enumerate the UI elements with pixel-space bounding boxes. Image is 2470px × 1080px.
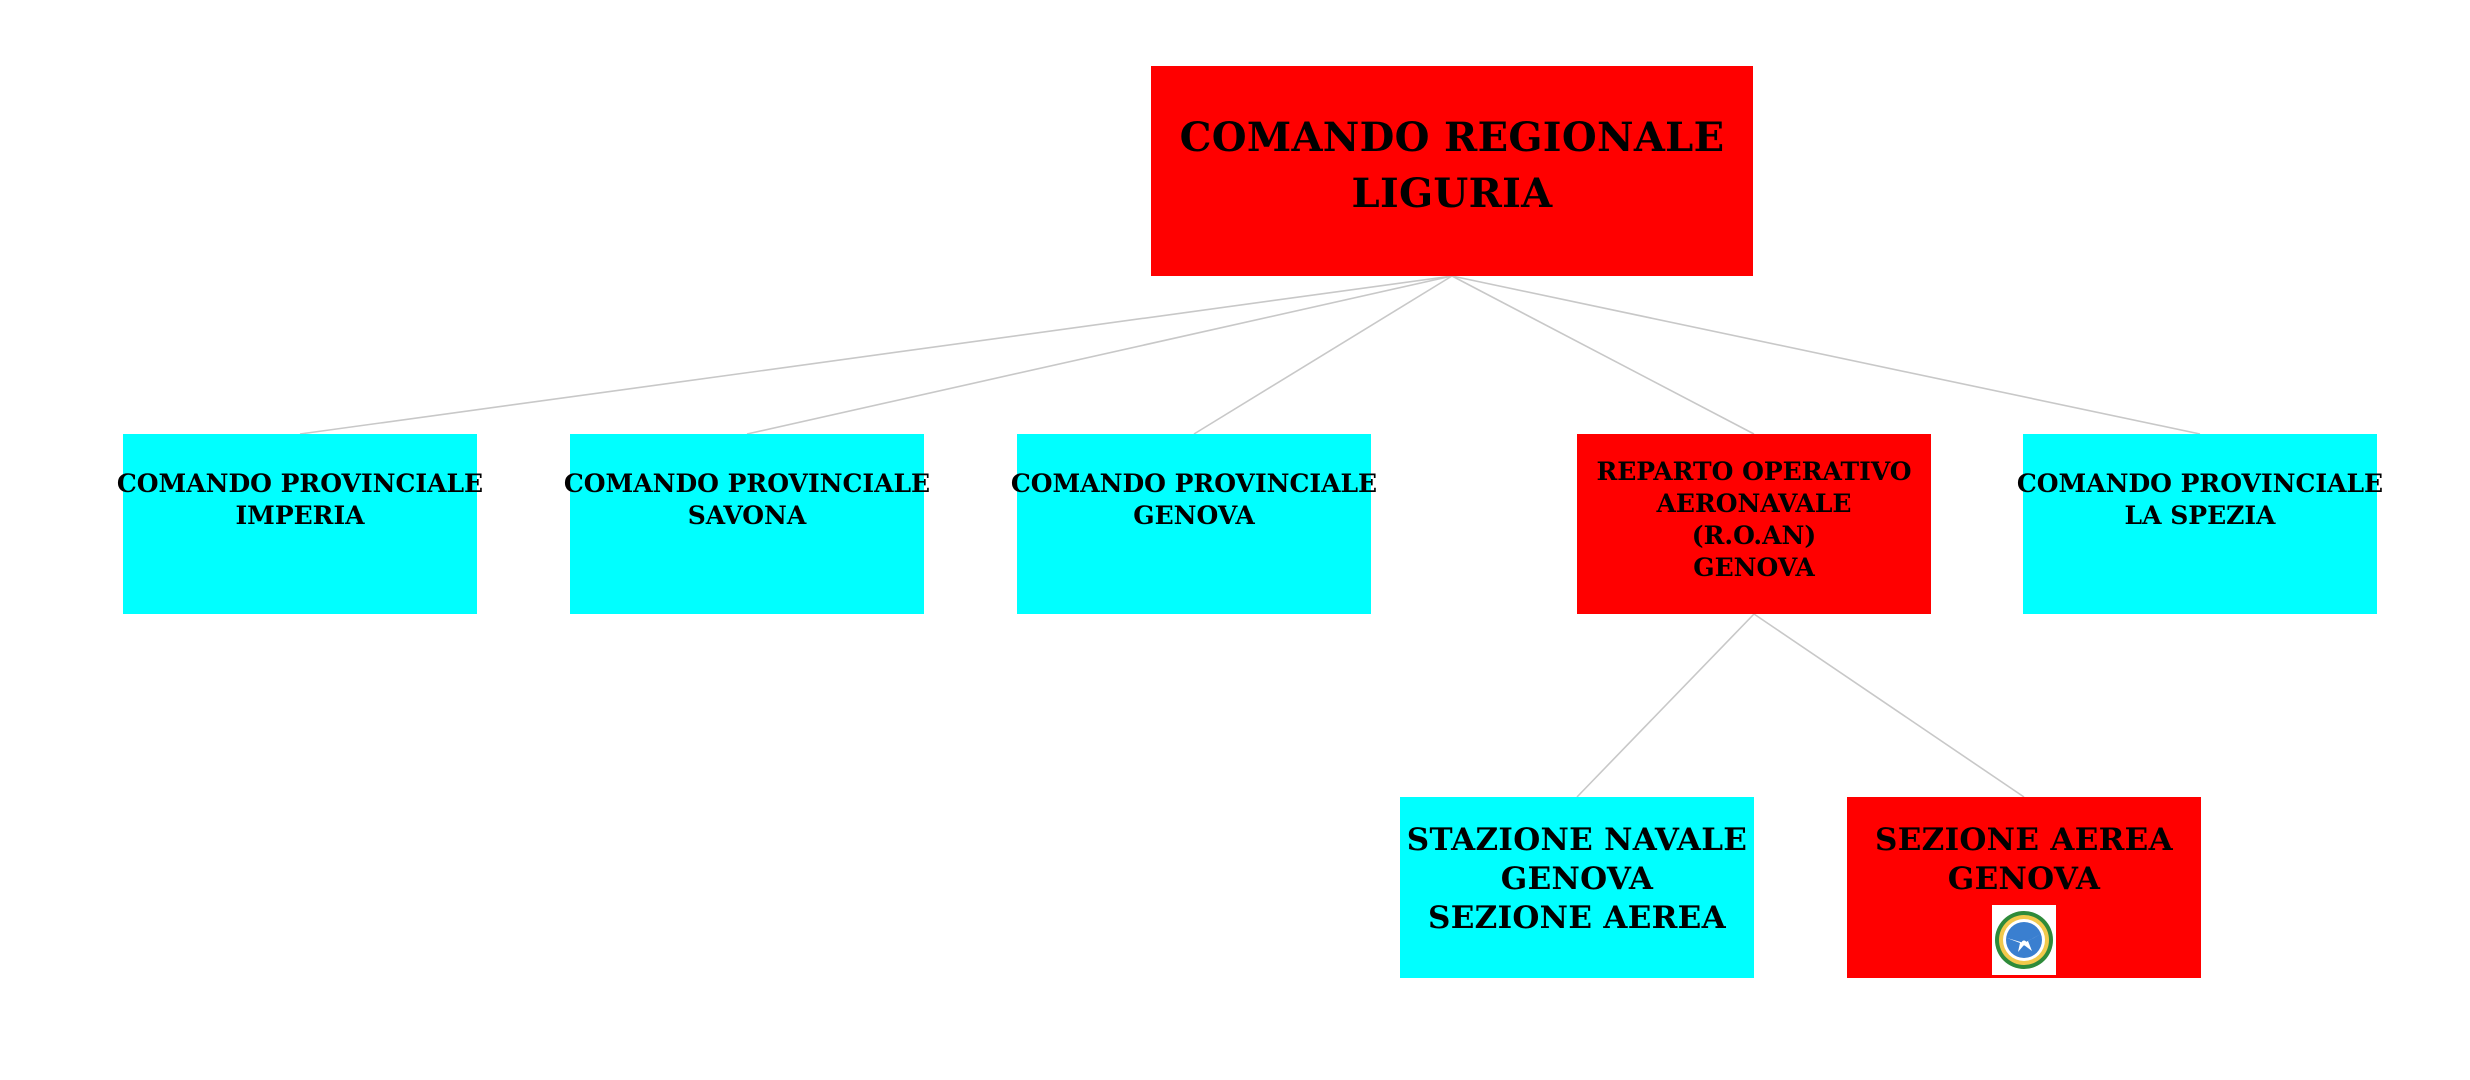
node-label-line: LIGURIA — [1351, 170, 1553, 217]
node-label-line: GENOVA — [1693, 553, 1815, 582]
connector-root-genova — [1193, 275, 1453, 435]
node-label-line: REPARTO OPERATIVO — [1596, 457, 1912, 486]
connector-roan-stazione — [1576, 613, 1755, 798]
node-reparto-operativo-aeronavale[interactable]: REPARTO OPERATIVO AERONAVALE (R.O.AN) GE… — [1577, 434, 1931, 614]
connector-root-savona — [746, 275, 1453, 435]
node-label-line: SAVONA — [687, 501, 807, 530]
node-label-line: COMANDO PROVINCIALE — [2016, 469, 2384, 498]
node-label-line: COMANDO PROVINCIALE — [116, 469, 484, 498]
node-label-line: GENOVA — [1133, 501, 1255, 530]
node-label-line: COMANDO PROVINCIALE — [563, 469, 931, 498]
node-label-line: GENOVA — [1947, 861, 2101, 897]
node-label-line: AERONAVALE — [1656, 489, 1852, 518]
node-label-line: STAZIONE NAVALE — [1406, 822, 1748, 858]
connector-root-imperia — [299, 275, 1453, 435]
node-label-line: LA SPEZIA — [2124, 501, 2276, 530]
node-comando-regionale-liguria[interactable]: COMANDO REGIONALE LIGURIA — [1151, 66, 1753, 276]
node-comando-provinciale-imperia[interactable]: COMANDO PROVINCIALE IMPERIA — [117, 434, 483, 614]
node-sezione-aerea-genova[interactable]: SEZIONE AEREA GENOVA — [1847, 797, 2201, 978]
node-stazione-navale-genova[interactable]: STAZIONE NAVALE GENOVA SEZIONE AEREA — [1400, 797, 1754, 978]
node-label-line: COMANDO REGIONALE — [1179, 114, 1725, 161]
aviation-emblem-icon — [1992, 905, 2056, 975]
node-comando-provinciale-savona[interactable]: COMANDO PROVINCIALE SAVONA — [564, 434, 930, 614]
node-label-line: (R.O.AN) — [1691, 521, 1817, 550]
connector-root-roan — [1451, 275, 1755, 435]
node-label-line: GENOVA — [1500, 861, 1654, 897]
node-label-line: SEZIONE AEREA — [1428, 900, 1726, 936]
node-comando-provinciale-genova[interactable]: COMANDO PROVINCIALE GENOVA — [1011, 434, 1377, 614]
node-label-line: COMANDO PROVINCIALE — [1010, 469, 1378, 498]
connector-root-laspezia — [1451, 275, 2201, 435]
node-label-line: IMPERIA — [235, 501, 365, 530]
connector-roan-sezione — [1753, 613, 2025, 798]
node-comando-provinciale-la-spezia[interactable]: COMANDO PROVINCIALE LA SPEZIA — [2017, 434, 2383, 614]
node-label-line: SEZIONE AEREA — [1875, 822, 2173, 858]
